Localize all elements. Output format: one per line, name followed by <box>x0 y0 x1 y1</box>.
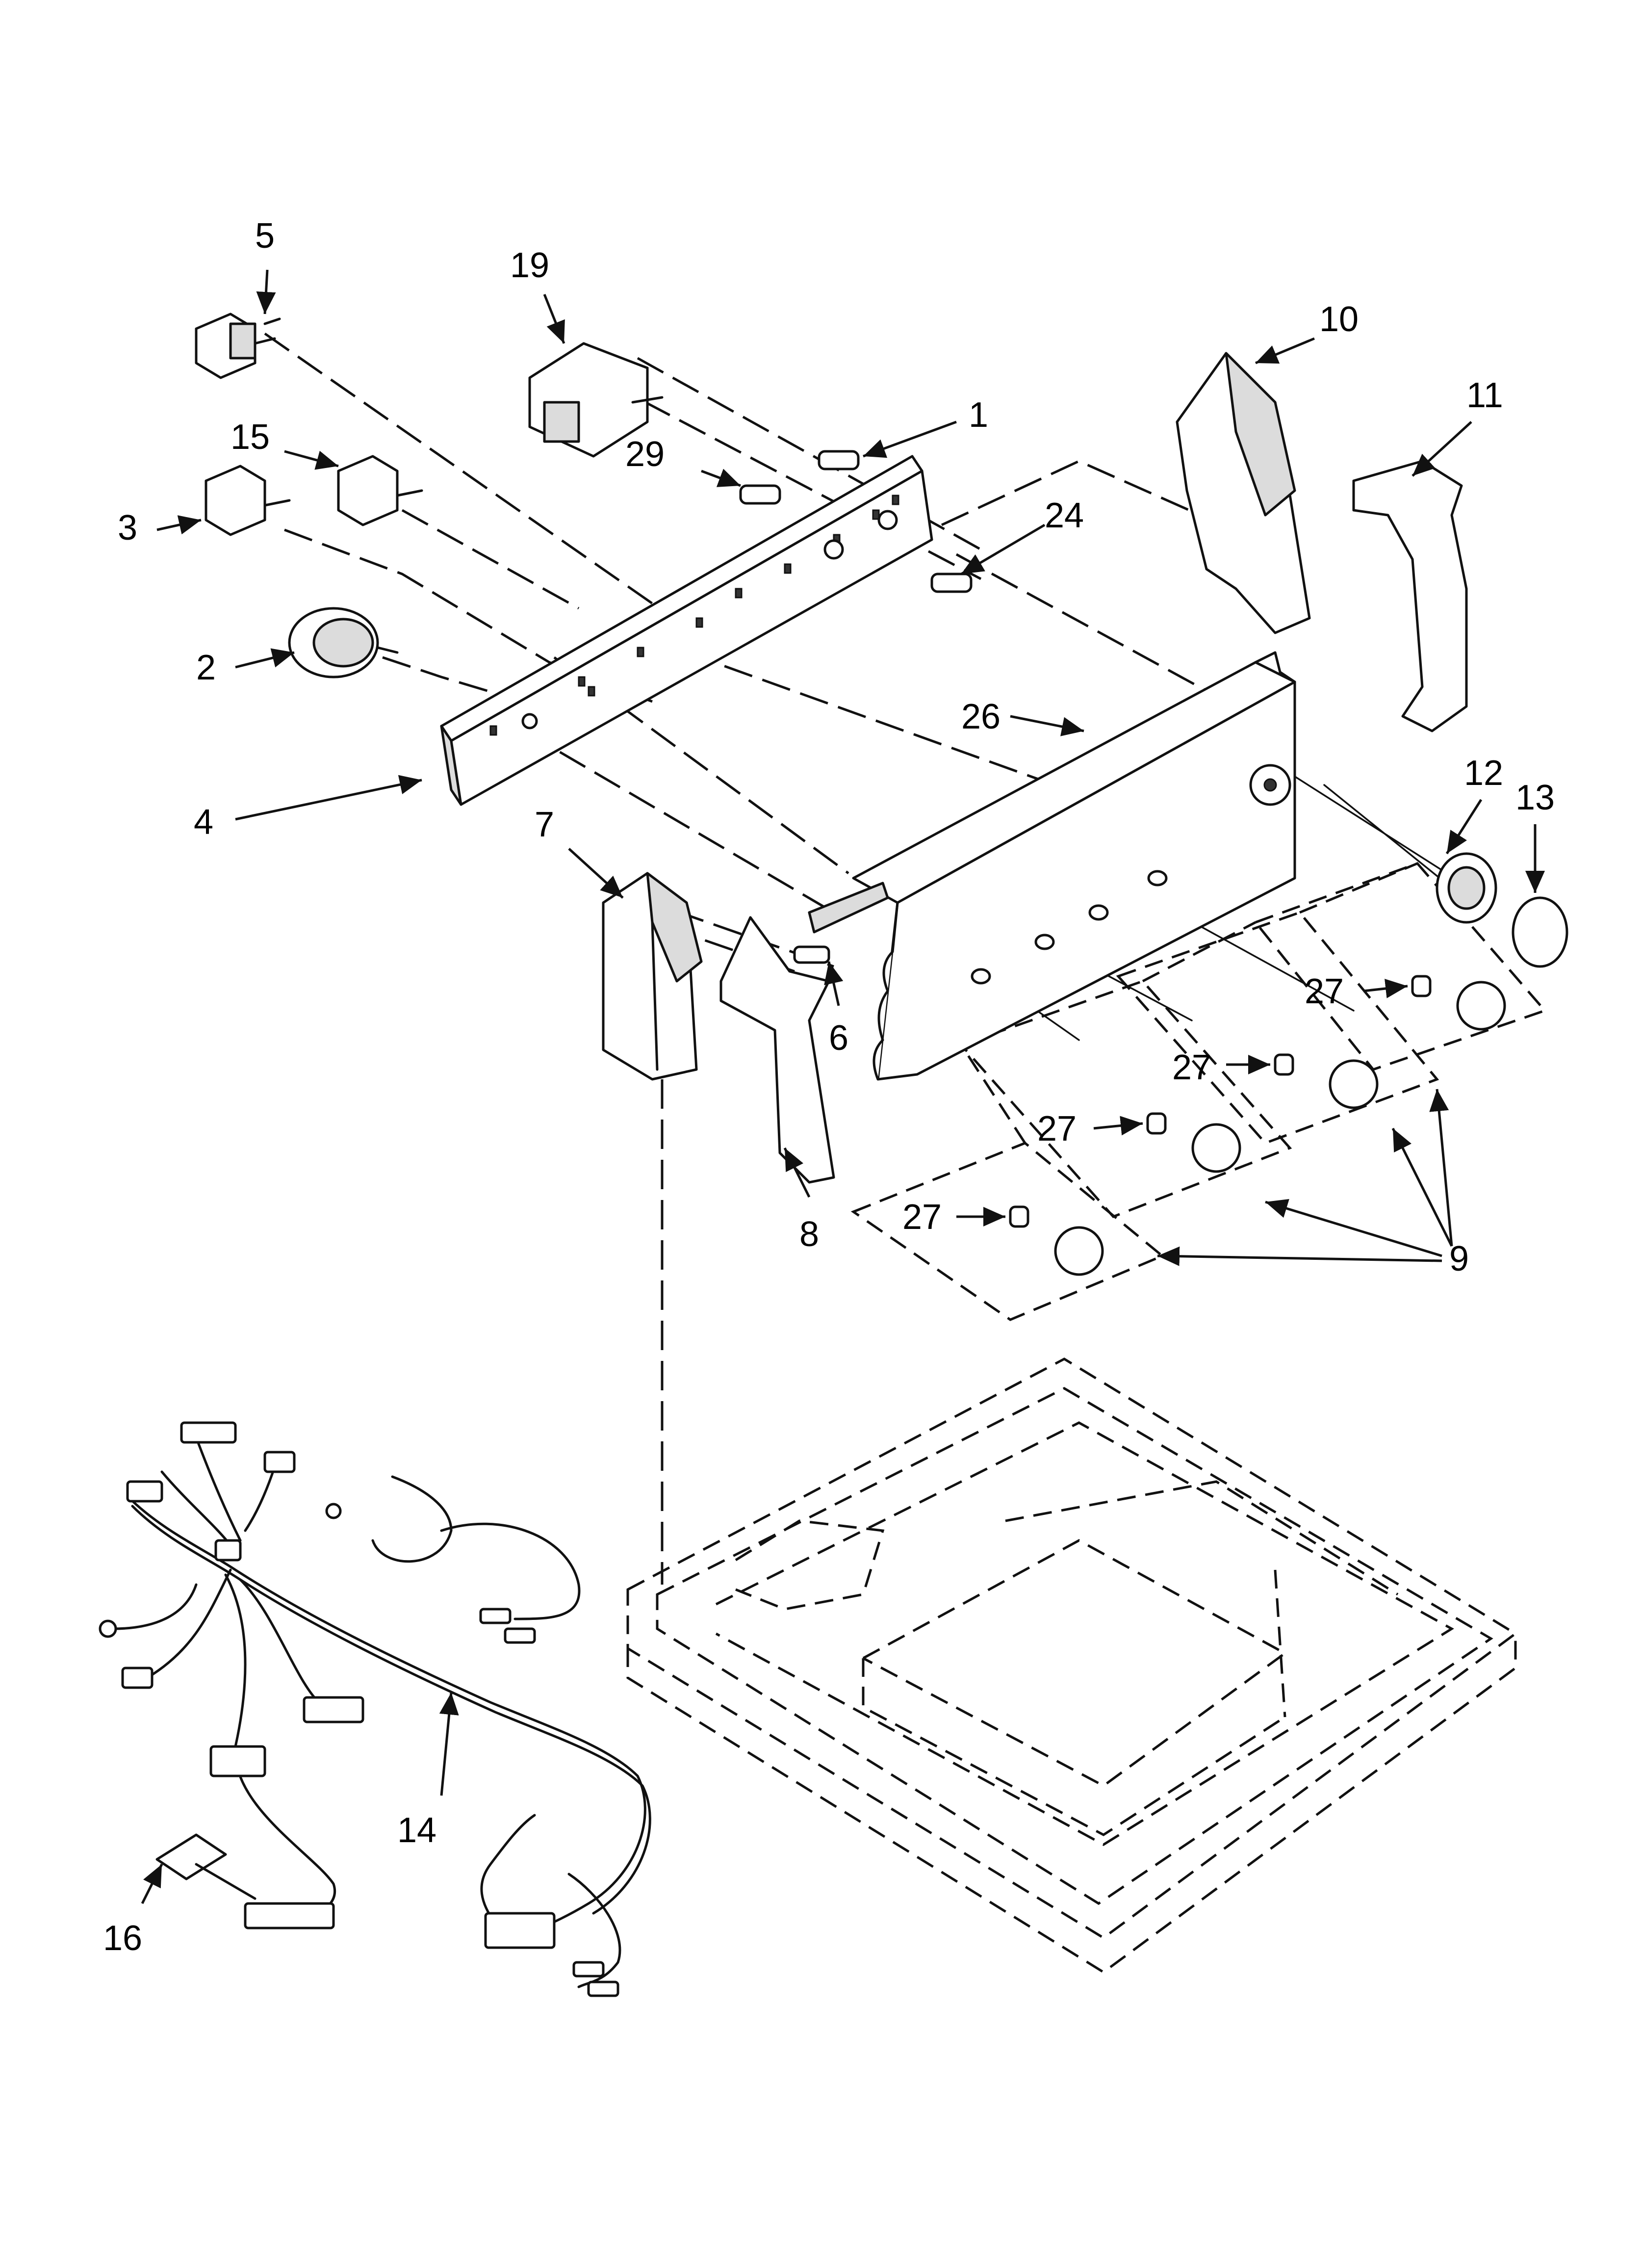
right-trim <box>1352 460 1468 732</box>
callout-14: 14 <box>397 1811 436 1850</box>
callout-labels: 1 2 3 4 5 6 7 8 9 10 11 12 13 14 15 16 1… <box>103 216 1555 1958</box>
left-trim <box>719 916 835 1184</box>
wire-harness <box>99 1421 651 1997</box>
callout-5: 5 <box>255 216 275 256</box>
callout-3: 3 <box>118 508 137 547</box>
timer-switch <box>528 342 664 458</box>
callout-19: 19 <box>510 246 549 285</box>
dial-assembly <box>1436 852 1568 968</box>
left-end-cap <box>602 872 703 1081</box>
callout-4: 4 <box>194 803 213 842</box>
callout-12: 12 <box>1464 754 1503 793</box>
control-bracket <box>440 455 933 806</box>
selector-knobs <box>1009 975 1506 1276</box>
callout-27-a: 27 <box>1305 972 1344 1011</box>
callout-27-d: 27 <box>902 1198 942 1237</box>
callout-26: 26 <box>961 697 1001 736</box>
callout-15: 15 <box>231 417 270 457</box>
callout-6: 6 <box>829 1018 848 1058</box>
console-panel <box>808 651 1296 1081</box>
knob-guide-boxes <box>850 862 1547 1321</box>
right-end-cap <box>1176 352 1311 634</box>
callout-9: 9 <box>1449 1239 1469 1278</box>
callout-11: 11 <box>1466 376 1503 415</box>
callout-arrows <box>141 269 1545 1904</box>
callout-10: 10 <box>1319 300 1359 339</box>
callout-29: 29 <box>625 435 665 474</box>
callout-2: 2 <box>196 648 216 687</box>
fasteners <box>739 450 973 964</box>
callout-27-b: 27 <box>1172 1048 1211 1087</box>
callout-16: 16 <box>103 1919 142 1958</box>
rotary-switches <box>195 313 423 678</box>
sensor-board <box>155 1833 257 1900</box>
callout-27-c: 27 <box>1037 1109 1077 1148</box>
callout-7: 7 <box>535 805 554 844</box>
callout-24: 24 <box>1045 496 1084 535</box>
top-cover-outline <box>626 1357 1518 1974</box>
callout-8: 8 <box>799 1215 819 1254</box>
callout-13: 13 <box>1515 778 1555 817</box>
callout-1: 1 <box>969 395 988 435</box>
